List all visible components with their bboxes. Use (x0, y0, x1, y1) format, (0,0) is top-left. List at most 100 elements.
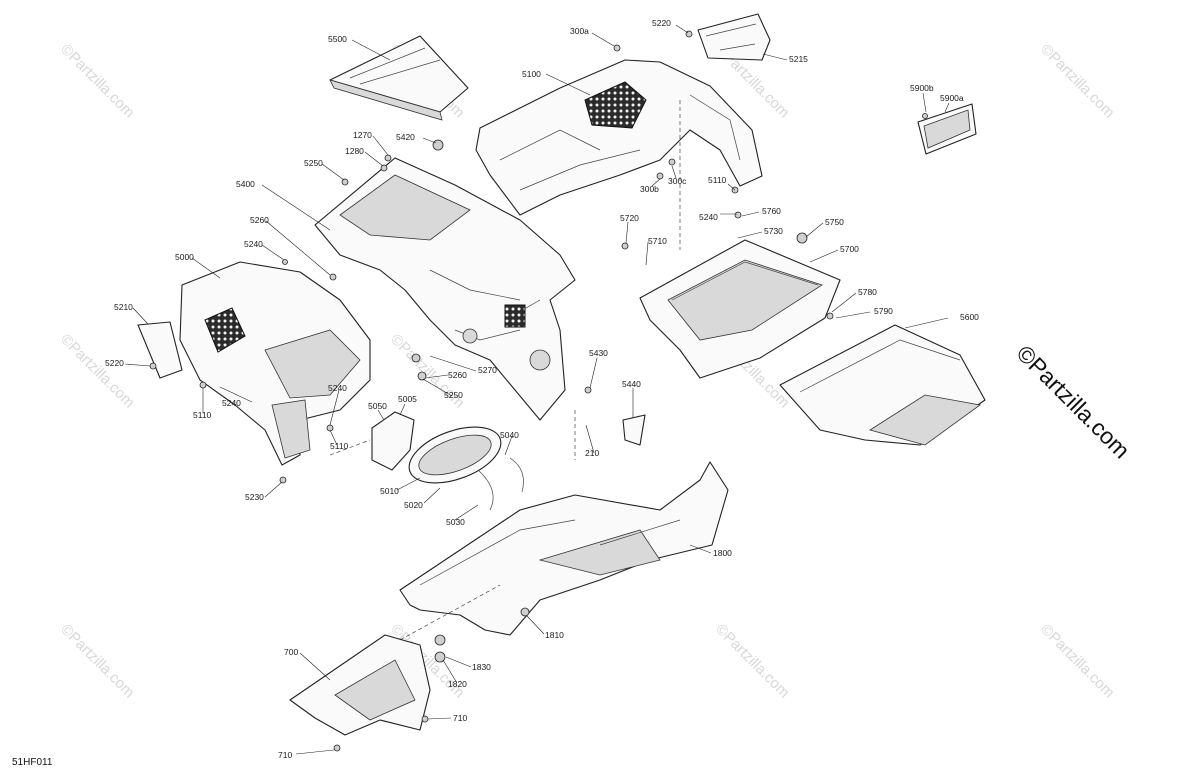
callout-5220: 5220 (105, 358, 124, 368)
fastener (922, 113, 928, 119)
leader-lines (124, 24, 950, 755)
fastener (584, 386, 592, 394)
callout-5000: 5000 (175, 252, 194, 262)
fastener (734, 211, 742, 219)
callout-1800: 1800 (713, 548, 732, 558)
fastener (656, 172, 664, 180)
callout-5790: 5790 (874, 306, 893, 316)
part-5000-front-panel (179, 261, 371, 466)
callout-5240: 5240 (222, 398, 241, 408)
callout-5710: 5710 (648, 236, 667, 246)
callout-5720: 5720 (620, 213, 639, 223)
callout-5020: 5020 (404, 500, 423, 510)
callout-210: 210 (585, 448, 599, 458)
callout-1820: 1820 (448, 679, 467, 689)
fastener (341, 178, 349, 186)
callout-5420: 5420 (396, 132, 415, 142)
callout-5260: 5260 (250, 215, 269, 225)
callout-5270: 5270 (478, 365, 497, 375)
callout-1830: 1830 (472, 662, 491, 672)
callout-5900a: 5900a (940, 93, 964, 103)
callout-5760: 5760 (762, 206, 781, 216)
callout-5250: 5250 (444, 390, 463, 400)
callout-5900b: 5900b (910, 83, 934, 93)
part-5010-gauge-housing (371, 411, 524, 511)
callout-5050: 5050 (368, 401, 387, 411)
callout-5110: 5110 (330, 441, 349, 451)
callout-700: 700 (284, 647, 298, 657)
fastener (417, 371, 427, 381)
callout-1280: 1280 (345, 146, 364, 156)
part-5900-reflector (917, 103, 977, 155)
callout-5500: 5500 (328, 34, 347, 44)
callout-5240: 5240 (244, 239, 263, 249)
watermark: ©Partzilla.com (712, 621, 793, 702)
callout-300c: 300c (668, 176, 687, 186)
callout-5250: 5250 (304, 158, 323, 168)
part-5400-dash-frame (314, 157, 576, 421)
part-700-side-panel (289, 634, 431, 736)
part-5700-tray (639, 239, 841, 379)
callout-5400: 5400 (236, 179, 255, 189)
watermark: ©Partzilla.com (57, 331, 138, 412)
callout-5030: 5030 (446, 517, 465, 527)
fastener (796, 232, 808, 244)
fastener (520, 607, 530, 617)
callout-5040: 5040 (500, 430, 519, 440)
fastener (826, 312, 834, 320)
callout-5110: 5110 (708, 175, 727, 185)
fastener (411, 353, 421, 363)
callout-5730: 5730 (764, 226, 783, 236)
fastener (613, 44, 621, 52)
callout-5260: 5260 (448, 370, 467, 380)
callout-5210: 5210 (114, 302, 133, 312)
fastener (434, 651, 446, 663)
assembly-lines (329, 100, 681, 641)
fastener (333, 744, 341, 752)
part-5210-plate (137, 321, 183, 379)
fastener (279, 476, 287, 484)
callout-5750: 5750 (825, 217, 844, 227)
fastener (199, 381, 207, 389)
watermark: ©Partzilla.com (57, 621, 138, 702)
part-5215-panel (697, 13, 771, 61)
watermark: ©Partzilla.com (1037, 41, 1118, 122)
callout-1810: 1810 (545, 630, 564, 640)
fastener (668, 158, 676, 166)
watermark: ©Partzilla.com (57, 41, 138, 122)
callout-300a: 300a (570, 26, 589, 36)
callout-5215: 5215 (789, 54, 808, 64)
fastener (621, 242, 629, 250)
diagram-code: 51HF011 (12, 757, 53, 768)
callout-5440: 5440 (622, 379, 641, 389)
fastener (434, 634, 446, 646)
callout-5005: 5005 (398, 394, 417, 404)
part-5600-floor-panel (779, 324, 986, 446)
fastener (384, 154, 392, 162)
callout-5100: 5100 (522, 69, 541, 79)
callout-5600: 5600 (960, 312, 979, 322)
callouts: 300a 5220 5215 5500 5100 5900b 5900a 127… (105, 18, 979, 760)
callout-5010: 5010 (380, 486, 399, 496)
callout-5780: 5780 (858, 287, 877, 297)
callout-5430: 5430 (589, 348, 608, 358)
callout-5110: 5110 (193, 410, 212, 420)
fastener (685, 30, 693, 38)
part-1800-console (399, 461, 729, 636)
callout-5700: 5700 (840, 244, 859, 254)
fastener (329, 273, 337, 281)
fastener (282, 259, 288, 265)
callout-5240: 5240 (699, 212, 718, 222)
part-5440-clip (622, 414, 646, 446)
fastener (421, 715, 429, 723)
callout-5240: 5240 (328, 383, 347, 393)
fastener (380, 164, 388, 172)
callout-710: 710 (453, 713, 467, 723)
fastener (149, 362, 157, 370)
callout-710: 710 (278, 750, 292, 760)
part-5100-rear-body (475, 59, 763, 216)
callout-5230: 5230 (245, 492, 264, 502)
watermark: ©Partzilla.com (1037, 621, 1118, 702)
